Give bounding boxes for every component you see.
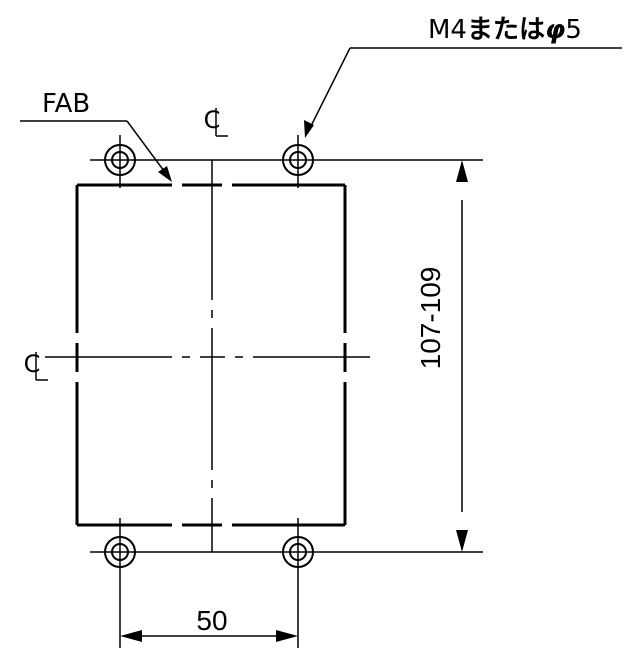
centerline-symbol: C (204, 106, 228, 137)
height-dimension (456, 160, 468, 552)
screw-spec-label: M4またはφ5 (428, 15, 582, 45)
width-dimension-label: 50 (196, 605, 227, 636)
extension-lines (90, 135, 483, 648)
screw-leader (304, 47, 622, 138)
mounting-hole (282, 144, 314, 176)
mounting-hole (282, 536, 314, 568)
mounting-hole (104, 144, 136, 176)
svg-text:C: C (204, 106, 221, 134)
mounting-hole (104, 536, 136, 568)
width-dimension (120, 630, 298, 642)
centerlines (45, 160, 370, 552)
fab-leader (20, 120, 172, 182)
centerline-symbol: C (24, 350, 48, 381)
cutout-outline (75, 183, 347, 527)
height-dimension-label: 107-109 (415, 267, 446, 370)
fab-label: FAB (42, 89, 90, 119)
svg-text:C: C (24, 350, 41, 378)
